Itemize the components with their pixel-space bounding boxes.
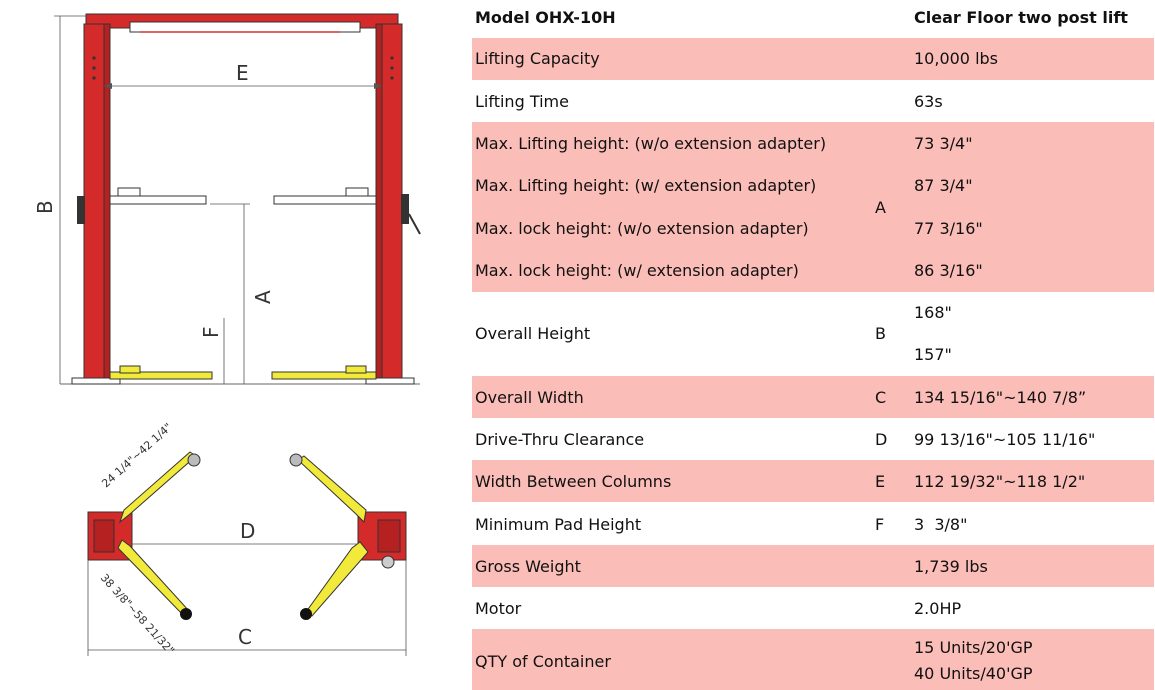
lift-diagram: E B A F D C — [0, 0, 470, 690]
spec-value: 10,000 lbs — [914, 49, 999, 68]
spec-row-motor: Motor 2.0HP — [472, 587, 1154, 629]
spec-label: Motor — [475, 599, 522, 618]
model-header: Model OHX-10H — [475, 8, 616, 27]
spec-label: Max. Lifting height: (w/ extension adapt… — [475, 176, 817, 195]
spec-value: 15 Units/20'GP — [914, 638, 1033, 657]
spec-row-width-between-columns: Width Between Columns E 112 19/32"~118 1… — [472, 460, 1154, 502]
spec-row-overall-width: Overall Width C 134 15/16"~140 7/8” — [472, 376, 1154, 418]
spec-code: E — [875, 472, 886, 491]
lift-drawing-svg: E B A F D C — [33, 13, 421, 657]
spec-label: Gross Weight — [475, 557, 581, 576]
front-view: E B A F — [33, 13, 421, 385]
spec-label: Lifting Time — [475, 92, 569, 111]
top-view: D C 24 1/4"~42 1/4" 38 3/8"~58 21/32" — [87, 421, 407, 657]
spec-label: Width Between Columns — [475, 472, 672, 491]
spec-value: 1,739 lbs — [914, 557, 988, 576]
spec-row-lifting-time: Lifting Time 63s — [472, 80, 1154, 122]
spec-label: Minimum Pad Height — [475, 515, 642, 534]
spec-code: B — [875, 324, 886, 343]
spec-code: C — [875, 388, 887, 407]
spec-row-minimum-pad-height: Minimum Pad Height F 3 3/8" — [472, 502, 1154, 545]
dim-label-d: D — [240, 519, 255, 543]
dim-label-c: C — [238, 625, 252, 649]
spec-code: D — [875, 430, 888, 449]
spec-label: Overall Height — [475, 324, 591, 343]
spec-value: 86 3/16" — [914, 261, 983, 280]
spec-row-max-heights: Max. Lifting height: (w/o extension adap… — [472, 122, 1154, 292]
spec-value: 2.0HP — [914, 599, 962, 618]
lift-type-header: Clear Floor two post lift — [914, 8, 1128, 27]
spec-value: 77 3/16" — [914, 219, 983, 238]
spec-row-drive-thru-clearance: Drive-Thru Clearance D 99 13/16"~105 11/… — [472, 418, 1154, 460]
spec-label: Max. Lifting height: (w/o extension adap… — [475, 134, 827, 153]
spec-label: Overall Width — [475, 388, 584, 407]
spec-value: 40 Units/40'GP — [914, 664, 1033, 683]
spec-row-qty-of-container: QTY of Container 15 Units/20'GP 40 Units… — [472, 629, 1154, 690]
spec-value: 168" — [914, 303, 952, 322]
spec-value: 87 3/4" — [914, 176, 973, 195]
spec-label: Max. lock height: (w/o extension adapter… — [475, 219, 809, 238]
spec-value: 99 13/16"~105 11/16" — [914, 430, 1096, 449]
spec-value: 3 3/8" — [914, 515, 968, 534]
spec-value: 73 3/4" — [914, 134, 973, 153]
spec-row-overall-height: Overall Height B 168" 157" — [472, 292, 1154, 376]
spec-row-lifting-capacity: Lifting Capacity 10,000 lbs — [472, 38, 1154, 80]
spec-value: 63s — [914, 92, 943, 111]
dim-label-f: F — [199, 326, 223, 338]
dim-label-e: E — [236, 61, 249, 85]
spec-code: F — [875, 515, 885, 534]
spec-code: A — [875, 198, 886, 217]
dim-label-b: B — [33, 200, 57, 214]
spec-label: Max. lock height: (w/ extension adapter) — [475, 261, 799, 280]
spec-value: 157" — [914, 345, 952, 364]
spec-row-gross-weight: Gross Weight 1,739 lbs — [472, 545, 1154, 587]
spec-label: Lifting Capacity — [475, 49, 600, 68]
dim-label-a: A — [251, 290, 275, 304]
spec-label: Drive-Thru Clearance — [475, 430, 645, 449]
spec-value: 112 19/32"~118 1/2" — [914, 472, 1086, 491]
spec-label: QTY of Container — [475, 652, 611, 671]
spec-value: 134 15/16"~140 7/8” — [914, 388, 1087, 407]
